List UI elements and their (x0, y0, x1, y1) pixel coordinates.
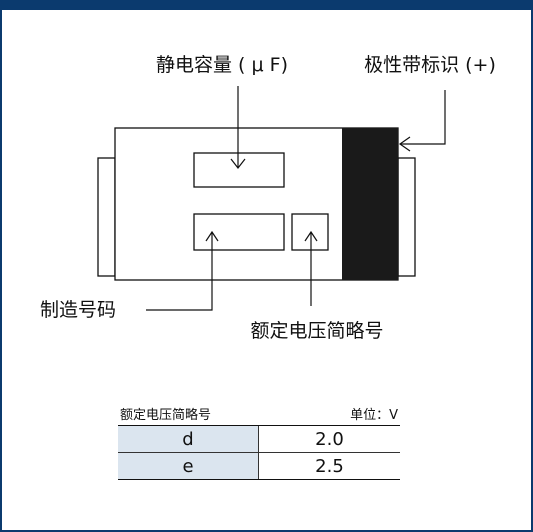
right-terminal (397, 157, 416, 277)
voltage-code-table: 额定电压简略号 单位：V d 2.0 e 2.5 (118, 405, 400, 480)
table-unit: 单位：V (350, 408, 398, 423)
code-cell: e (118, 453, 259, 479)
polarity-band-label: 极性带标识 (+) (364, 54, 496, 76)
manufacture-code-arrowhead (205, 230, 219, 242)
frame-top-bar (2, 2, 531, 10)
voltage-code-arrowhead (304, 230, 318, 242)
table-header: 额定电压简略号 单位：V (118, 405, 400, 426)
voltage-code-label: 额定电压简略号 (250, 320, 383, 342)
table-row: e 2.5 (118, 453, 400, 480)
table-row: d 2.0 (118, 426, 400, 453)
voltage-code-box (291, 213, 329, 251)
polarity-leader (400, 90, 446, 145)
manufacture-code-box (193, 213, 285, 251)
capacitor-diagram: 静电容量 ( μ F) 极性带标识 (+) 制造号码 额定电压简略号 (40, 54, 496, 342)
left-terminal (97, 157, 116, 277)
table-title: 额定电压简略号 (120, 408, 212, 423)
manufacture-code-label: 制造号码 (40, 299, 116, 321)
capacitance-box (193, 152, 285, 188)
polarity-band (342, 128, 398, 280)
polarity-arrowhead (398, 136, 411, 152)
voltage-cell: 2.5 (259, 453, 400, 479)
code-cell: d (118, 426, 259, 452)
capacitance-arrowhead (230, 158, 246, 169)
manufacture-code-leader (146, 232, 213, 311)
voltage-cell: 2.0 (259, 426, 400, 452)
capacitance-label: 静电容量 ( μ F) (156, 54, 288, 76)
